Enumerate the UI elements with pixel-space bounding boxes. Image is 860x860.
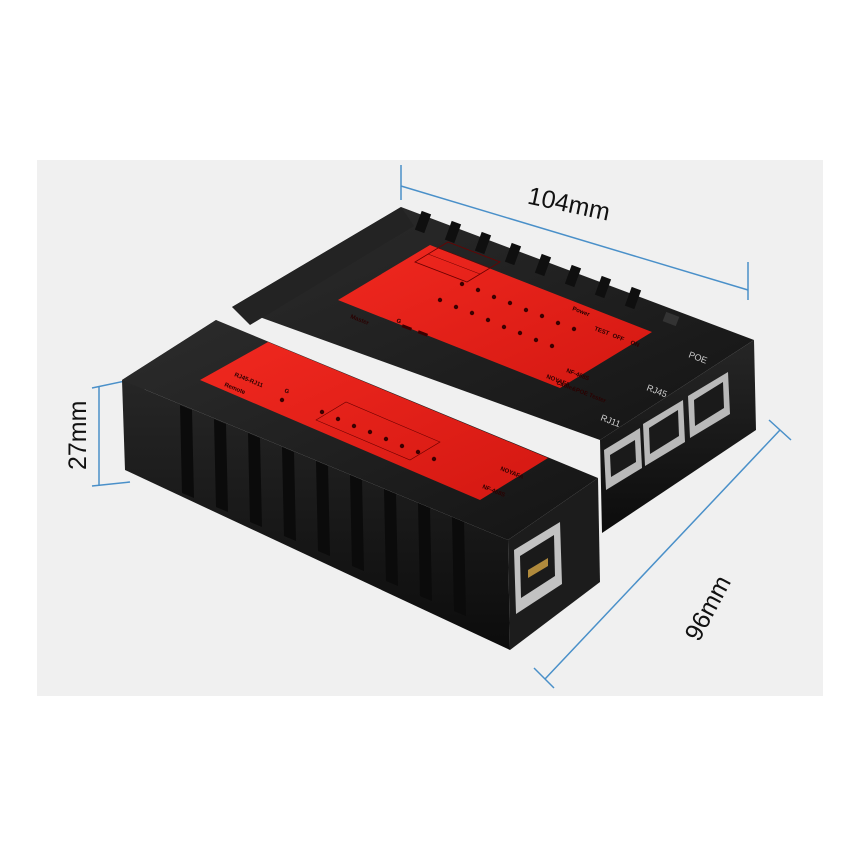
dimension-height: 27mm <box>64 379 131 487</box>
rj45-port[interactable] <box>643 400 685 466</box>
remote-rj45-port[interactable] <box>514 522 562 614</box>
on-label: ON <box>629 340 640 349</box>
depth-label: 96mm <box>679 571 736 645</box>
master-red-panel <box>338 245 652 388</box>
poe-port[interactable] <box>688 372 730 438</box>
test-label: TEST <box>593 326 610 337</box>
remote-red-panel <box>200 342 548 500</box>
rj11-port[interactable] <box>604 428 642 490</box>
remote-unit: Remote RJ45-RJ11 G NF-468S NOYAFA <box>122 320 600 650</box>
width-label: 104mm <box>525 182 612 227</box>
master-led-array <box>437 281 577 349</box>
remote-g-label: G <box>283 388 290 395</box>
power-switch[interactable] <box>662 311 680 327</box>
master-g-label: G <box>395 318 402 325</box>
master-unit: Master Power TEST OFF ON G Cable&POE Tes… <box>232 207 756 533</box>
height-label: 27mm <box>64 401 92 470</box>
remote-led-array <box>279 397 437 462</box>
off-label: OFF <box>611 333 625 343</box>
